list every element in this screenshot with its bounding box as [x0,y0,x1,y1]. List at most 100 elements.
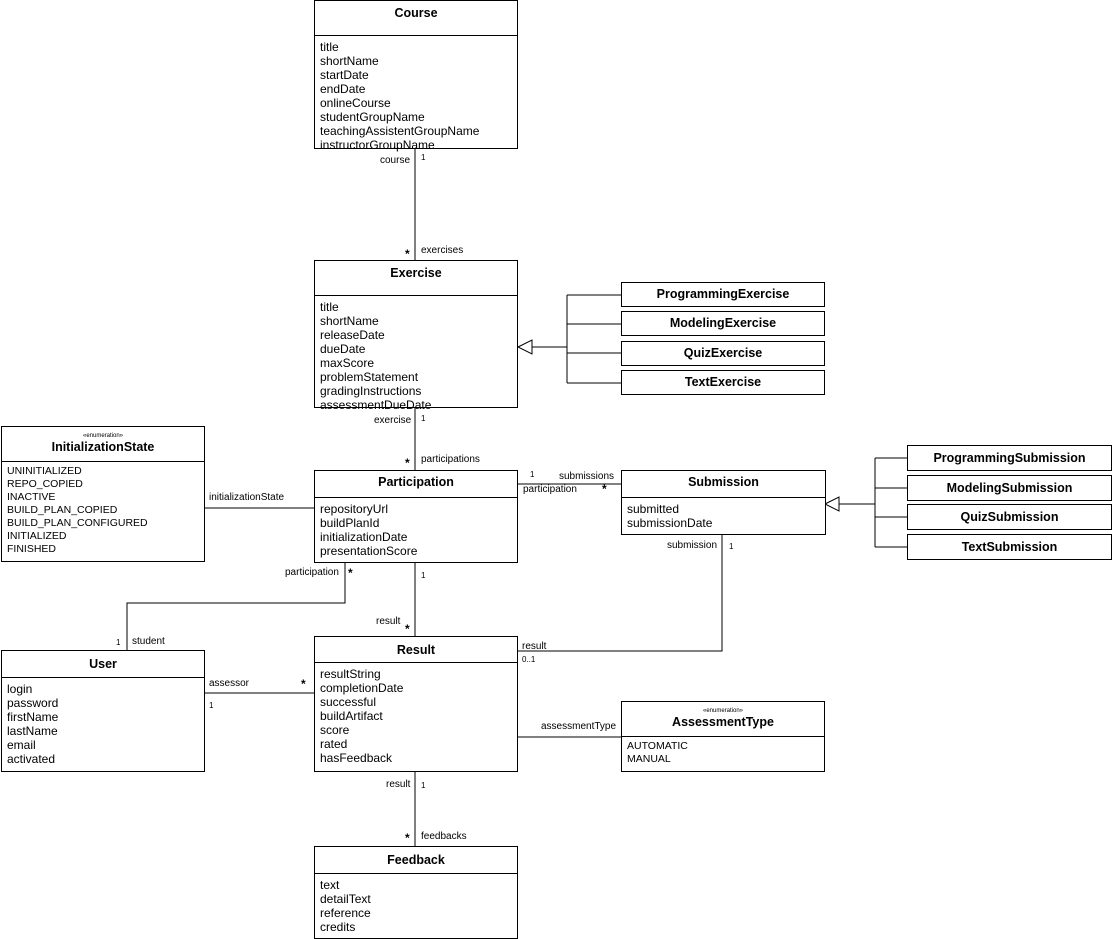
course-role-label: course [380,155,411,166]
exercise-attribute: title [320,300,339,314]
course-attribute: instructorGroupName [320,138,435,152]
initialization-state-value: REPO_COPIED [7,478,83,490]
result-participation-multiplicity: * [405,622,410,636]
submission-role-label: submission [667,540,718,551]
result-role-label-participation: result [376,616,401,627]
exercise-attribute: problemStatement [320,370,419,384]
quiz-exercise-class[interactable]: QuizExercise [621,341,825,366]
result-class-name: Result [315,637,517,663]
exercises-multiplicity: * [405,247,410,261]
course-attribute: onlineCourse [320,96,391,110]
feedbacks-multiplicity: * [405,831,410,845]
submission-class-name: Submission [622,471,825,498]
submission-generalization [839,457,908,548]
modeling-exercise-class[interactable]: ModelingExercise [621,311,825,336]
course-attribute: teachingAssistentGroupName [320,124,480,138]
initialization-state-role-label: initializationState [209,492,285,503]
quiz-submission-class[interactable]: QuizSubmission [907,504,1112,530]
exercise-attribute: dueDate [320,342,366,356]
exercise-inheritance-arrowhead [516,339,533,355]
result-attribute: buildArtifact [320,709,383,723]
initialization-state-value: INITIALIZED [7,530,67,542]
assessment-type-stereotype: «enumeration» [702,708,744,714]
course-attribute: endDate [320,82,366,96]
exercise-class-name: Exercise [315,261,517,296]
initialization-state-value: FINISHED [7,543,57,555]
student-multiplicity: 1 [116,638,121,647]
participation-class-name: Participation [315,471,517,498]
exercise-multiplicity: 1 [421,414,426,423]
participation-result-multiplicity: 1 [421,571,426,580]
assessment-type-value: AUTOMATIC [627,740,688,752]
course-multiplicity: 1 [421,153,426,162]
submission-attribute: submissionDate [627,516,713,530]
course-class-name: Course [315,1,517,36]
participation-submission-multiplicity: 1 [530,470,535,479]
exercise-attribute: releaseDate [320,328,385,342]
result-submission-multiplicity: 0..1 [522,655,536,664]
participation-user-association [126,562,346,651]
result-role-label-feedback: result [386,779,411,790]
assessor-multiplicity: 1 [209,701,214,710]
course-attribute: shortName [320,54,379,68]
result-feedback-multiplicity: 1 [421,781,426,790]
participation-attribute: buildPlanId [320,516,380,530]
participations-role-label: participations [421,454,480,465]
user-attribute: password [7,696,59,710]
initialization-state-header: «enumeration» InitializationState [2,427,204,462]
feedback-attribute: credits [320,920,356,934]
text-exercise-class[interactable]: TextExercise [621,370,825,395]
participation-attribute: repositoryUrl [320,502,389,516]
result-attribute: completionDate [320,681,404,695]
programming-submission-class[interactable]: ProgrammingSubmission [907,445,1112,471]
user-attribute: activated [7,752,56,766]
participations-multiplicity: * [405,456,410,470]
text-submission-class[interactable]: TextSubmission [907,534,1112,560]
submission-result-association [517,534,723,652]
participation-attribute: presentationScore [320,544,418,558]
user-attribute: firstName [7,710,59,724]
submission-inheritance-arrowhead [823,496,840,512]
programming-exercise-class[interactable]: ProgrammingExercise [621,282,825,307]
participation-role-label-user: participation [285,567,339,578]
result-attribute: rated [320,737,348,751]
user-attribute: login [7,682,33,696]
exercise-attribute: shortName [320,314,379,328]
user-attribute: email [7,738,36,752]
student-role-label: student [132,636,165,647]
modeling-submission-class[interactable]: ModelingSubmission [907,475,1112,501]
result-attribute: hasFeedback [320,751,393,765]
feedback-attribute: detailText [320,892,371,906]
initialization-state-enum[interactable]: «enumeration» InitializationState UNINIT… [1,426,205,562]
initialization-state-name: InitializationState [51,440,155,454]
submission-multiplicity: 1 [729,542,734,551]
assessor-result-multiplicity: * [301,677,306,691]
participation-attribute: initializationDate [320,530,408,544]
user-class-name: User [2,651,204,678]
exercise-attribute: assessmentDueDate [320,398,432,412]
feedback-attribute: text [320,878,340,892]
initialization-state-value: UNINITIALIZED [7,465,82,477]
result-role-label-submission: result [522,641,547,652]
result-attribute: resultString [320,667,381,681]
participation-user-multiplicity: * [348,566,353,580]
course-attribute: startDate [320,68,369,82]
course-attribute: studentGroupName [320,110,425,124]
feedbacks-role-label: feedbacks [421,831,467,842]
